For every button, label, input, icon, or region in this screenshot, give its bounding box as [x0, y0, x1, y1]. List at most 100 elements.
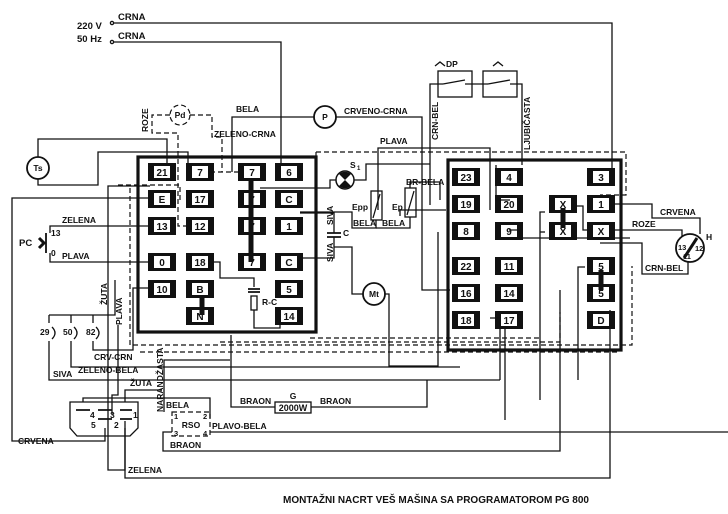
terminal-r-16: 16	[452, 284, 480, 302]
h-circle	[675, 233, 705, 263]
terminal-label: 6	[286, 168, 292, 179]
capacitor-label: C	[343, 228, 349, 238]
wire-label-zelena-bottom: ZELENA	[128, 465, 162, 475]
terminal-face	[458, 225, 474, 237]
wire-bela-ep	[376, 217, 411, 229]
wire-label-siva-1: SIVA	[325, 206, 335, 225]
level-switches: ŽUTA 29 50 82 CRV-CRN ZELENO-BELA SIVA P…	[40, 280, 500, 415]
pc-0-label: 0	[51, 248, 56, 258]
terminal-label: 12	[194, 222, 206, 233]
terminal-l-E: E	[148, 190, 176, 208]
terminal-face	[555, 198, 571, 210]
wire-zuta-2	[124, 389, 162, 402]
terminal-label: 13	[156, 222, 168, 233]
terminal-label: 10	[156, 285, 168, 296]
h-thermostat: H 13 11 12 CRVENA ROZE CRN-BEL	[600, 203, 712, 275]
wire-crvena-h	[610, 203, 701, 234]
terminal-label: C	[285, 258, 292, 269]
wire-label-crn-bel-top: CRN-BEL	[430, 102, 440, 140]
ts-label: Ts	[33, 163, 43, 173]
wire-label-braon-right: BRAON	[320, 396, 351, 406]
terminal-label: 0	[159, 258, 165, 269]
terminal-face	[501, 225, 517, 237]
terminal-face	[501, 198, 517, 210]
terminal-l-6: 6	[275, 163, 303, 181]
terminal-l-21: 21	[148, 163, 176, 181]
terminal-label: 16	[460, 289, 472, 300]
terminal-face	[593, 225, 609, 237]
s1-sub-label: 1	[357, 166, 361, 172]
terminal-label: 14	[503, 289, 515, 300]
capacitor-plates	[327, 232, 341, 238]
terminal-label: 17	[503, 316, 515, 327]
terminal-face	[244, 166, 260, 178]
wire-br-bela	[409, 181, 441, 200]
terminal-face	[192, 193, 208, 205]
wire-crveno-crna	[336, 116, 450, 291]
wire-label-plavo-bela: PLAVO-BELA	[212, 421, 267, 431]
power-terminal-1	[109, 20, 115, 26]
rc-capacitor	[248, 288, 260, 293]
wire-label-braon-rso: BRAON	[170, 440, 201, 450]
terminal-label: 23	[460, 173, 472, 184]
left-programmer-panel	[136, 155, 318, 334]
wire-zelena-pc	[49, 225, 150, 233]
terminal-face	[555, 225, 571, 237]
terminal-label: 7	[249, 258, 255, 269]
m-symbol-icon	[492, 61, 504, 67]
s1-quad-1	[339, 171, 351, 180]
terminal-label: B	[196, 285, 203, 296]
terminal-l-1: 1	[275, 217, 303, 235]
terminal-r-22: 22	[452, 257, 480, 275]
wire-label-siva-2: SIVA	[325, 243, 335, 262]
terminal-label: 1	[286, 222, 292, 233]
wire-mt-left	[334, 246, 363, 295]
rso-box	[171, 411, 211, 437]
terminal-face	[593, 314, 609, 326]
wire-label-crn-bel-h: CRN-BEL	[645, 263, 683, 273]
m-contact	[487, 79, 511, 85]
terminal-face	[501, 287, 517, 299]
rso-pin-3: 3	[174, 429, 178, 438]
terminal-l-0: 0	[148, 253, 176, 271]
terminal-label: N	[196, 312, 203, 323]
terminal-r-11: 11	[495, 257, 523, 275]
ep-stroke	[406, 190, 415, 216]
terminal-label: D	[597, 316, 604, 327]
p-pump: P BELA CRVENO-CRNA	[231, 104, 450, 291]
rc-resistor	[250, 295, 258, 311]
terminal-l-13: 13	[148, 217, 176, 235]
h-label: H	[706, 232, 712, 242]
power-terminal-2	[109, 39, 115, 45]
terminal-label: X	[560, 200, 567, 211]
heater-g: 2000W G BRAON BRAON	[230, 335, 428, 414]
wire-crn-bel-h	[600, 242, 689, 275]
s1-quad-2	[339, 180, 351, 189]
wire-label-bela-rso: BELA	[166, 400, 189, 410]
terminal-label: 1	[598, 200, 604, 211]
terminal-r-5b: 5	[587, 284, 615, 302]
door-switches: DP CRN-BEL LJUBIČASTA	[429, 59, 532, 205]
wire-zeleno-crna	[190, 114, 223, 172]
terminal-l-18: 18	[186, 253, 214, 271]
mdp-contact	[442, 79, 466, 85]
terminal-face	[192, 256, 208, 268]
wire-bela-p	[231, 116, 314, 172]
terminal-r-23: 23	[452, 168, 480, 186]
terminal-label: 19	[460, 200, 472, 211]
wire-label-plava-v: PLAVA	[114, 297, 124, 325]
terminal-label: 5	[598, 262, 604, 273]
terminal-r-3: 3	[587, 168, 615, 186]
wire-label-zeleno-crna: ZELENO-CRNA	[214, 129, 276, 139]
terminal-l-B: B	[186, 280, 214, 298]
rc-label: R-C	[262, 297, 277, 307]
terminal-label: 3	[598, 173, 604, 184]
door-lock-connector: 4 3 1 5 2 ŽUTA ZELENA BELA	[69, 310, 611, 479]
wire-braon-rso	[162, 290, 561, 452]
connector-pin-3: 3	[110, 410, 115, 420]
pd-pressure-switch: Pd ROZE ZELENO-CRNA	[140, 104, 276, 227]
terminal-label: 4	[506, 173, 512, 184]
terminal-r-20: 20	[495, 195, 523, 213]
pc-contact-icon	[37, 236, 47, 250]
terminal-face	[458, 198, 474, 210]
